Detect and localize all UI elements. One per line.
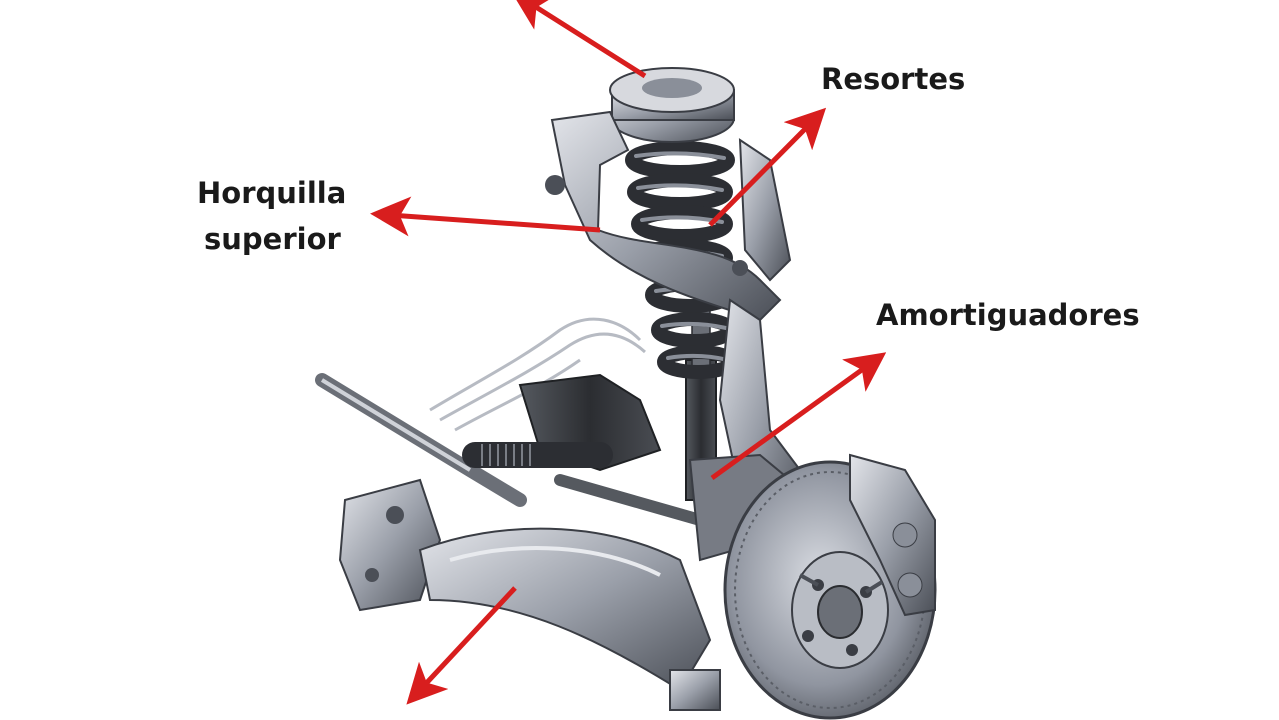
steering-rack xyxy=(462,373,662,472)
lower-ball-joint xyxy=(669,669,721,711)
label-resortes: Resortes xyxy=(821,62,966,96)
arrow-horquilla-superior xyxy=(370,196,601,237)
subframe-bracket xyxy=(338,478,442,612)
callout-arrows xyxy=(370,0,887,705)
top-mount xyxy=(609,67,735,143)
arrow-amortiguadores xyxy=(710,352,887,481)
upper-control-arm xyxy=(545,110,792,322)
arrow-top-mount xyxy=(511,0,647,79)
lower-control-arm xyxy=(418,474,746,692)
brake-caliper xyxy=(849,453,936,617)
arrow-resortes xyxy=(708,107,827,227)
brake-lines xyxy=(429,317,647,432)
label-amortiguadores: Amortiguadores xyxy=(876,298,1140,332)
sway-bar xyxy=(315,373,527,507)
arrow-lower-arm xyxy=(406,586,517,705)
label-horquilla-line2: superior xyxy=(204,222,341,256)
label-horquilla-superior: Horquilla superior xyxy=(197,176,346,256)
label-horquilla-line1: Horquilla xyxy=(197,176,347,210)
